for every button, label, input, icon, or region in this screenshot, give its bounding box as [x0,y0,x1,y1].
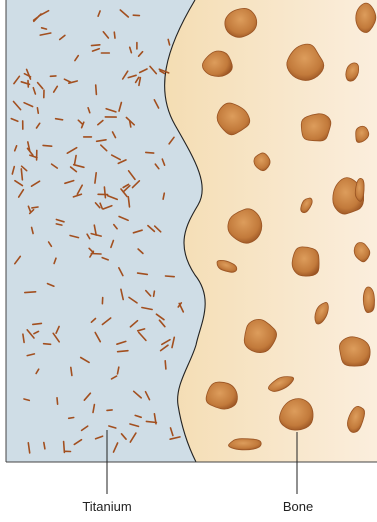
titanium-particle [92,45,100,46]
titanium-particle [130,121,131,127]
titanium-particle [166,276,175,277]
titanium-label: Titanium [82,499,131,514]
titanium-particle [146,421,156,422]
titanium-particle [114,32,115,38]
titanium-particle [33,323,42,324]
titanium-particle [165,361,166,369]
titanium-particle [37,108,38,113]
titanium-particle [43,145,52,146]
titanium-particle [44,344,51,345]
titanium-particle [91,254,101,255]
titanium-particle [107,410,112,411]
titanium-particle [69,418,74,419]
bone-lacuna [363,287,374,313]
titanium-particle [154,291,155,296]
titanium-particle [32,207,38,208]
titanium-particle [71,367,72,375]
titanium-particle [96,85,97,94]
bone-label: Bone [283,499,313,514]
titanium-particle [64,442,65,453]
bone-lacuna [292,247,319,276]
bone-region [165,0,377,462]
titanium-particle [21,169,22,180]
titanium-particle [44,443,45,449]
titanium-particle [56,119,63,120]
titanium-particle [104,187,105,198]
bone-lacuna [229,439,262,450]
titanium-particle [146,152,154,153]
titanium-particle [118,351,128,352]
titanium-particle [25,292,36,293]
titanium-particle [57,398,58,404]
